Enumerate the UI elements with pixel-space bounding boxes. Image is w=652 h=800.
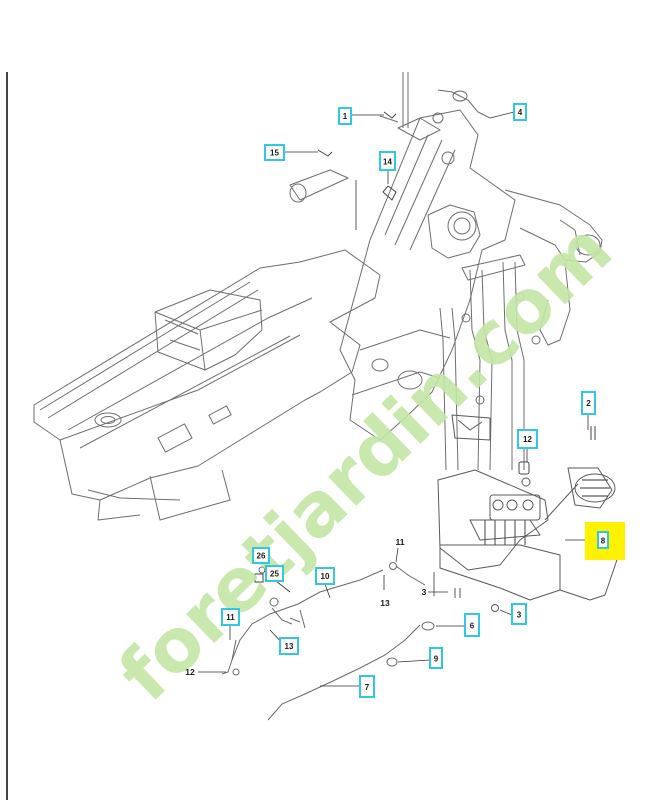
callout-2: 2 (581, 391, 596, 415)
callout-label: 13 (285, 642, 294, 651)
callout-label: 14 (383, 158, 392, 167)
callout-label: 2 (586, 399, 591, 408)
callout-1: 1 (338, 107, 352, 125)
callout-11-left: 11 (221, 608, 240, 626)
callout-7: 7 (359, 675, 375, 698)
callout-12-top: 12 (517, 429, 538, 449)
watermark-text: foretjardin.com (103, 206, 629, 718)
callout-label: 1 (343, 112, 348, 121)
label-3: 3 (422, 587, 427, 597)
callout-label: 4 (518, 108, 523, 117)
callout-label: 10 (321, 572, 330, 581)
watermark: foretjardin.com (103, 206, 629, 718)
callout-6: 6 (464, 613, 480, 637)
callout-label: 15 (270, 149, 279, 158)
callout-label: 25 (270, 570, 279, 579)
callout-label: 9 (434, 655, 439, 664)
callout-label: 7 (365, 683, 370, 692)
label-13: 13 (380, 598, 390, 608)
callout-label: 11 (226, 613, 235, 622)
callout-4: 4 (513, 103, 527, 121)
callout-26: 26 (252, 547, 270, 564)
callout-13-left: 13 (279, 637, 299, 655)
label-12: 12 (185, 667, 195, 677)
label-11: 11 (396, 537, 405, 547)
callout-label: 26 (257, 552, 266, 561)
callout-3-right: 3 (511, 603, 527, 625)
cable-assembly (221, 89, 491, 721)
callout-8-highlighted: 8 (585, 522, 625, 560)
callout-10: 10 (315, 567, 335, 585)
chassis-frame (33, 72, 603, 521)
callout-14: 14 (379, 151, 396, 171)
callout-9: 9 (429, 647, 443, 669)
callout-25: 25 (265, 565, 284, 582)
callout-label: 6 (470, 622, 475, 631)
callout-label: 12 (523, 435, 532, 444)
leader-lines (198, 111, 589, 687)
callout-15: 15 (264, 144, 285, 161)
callout-label: 8 (601, 537, 606, 546)
callout-label: 3 (517, 611, 522, 620)
hardware-parts (254, 111, 596, 583)
